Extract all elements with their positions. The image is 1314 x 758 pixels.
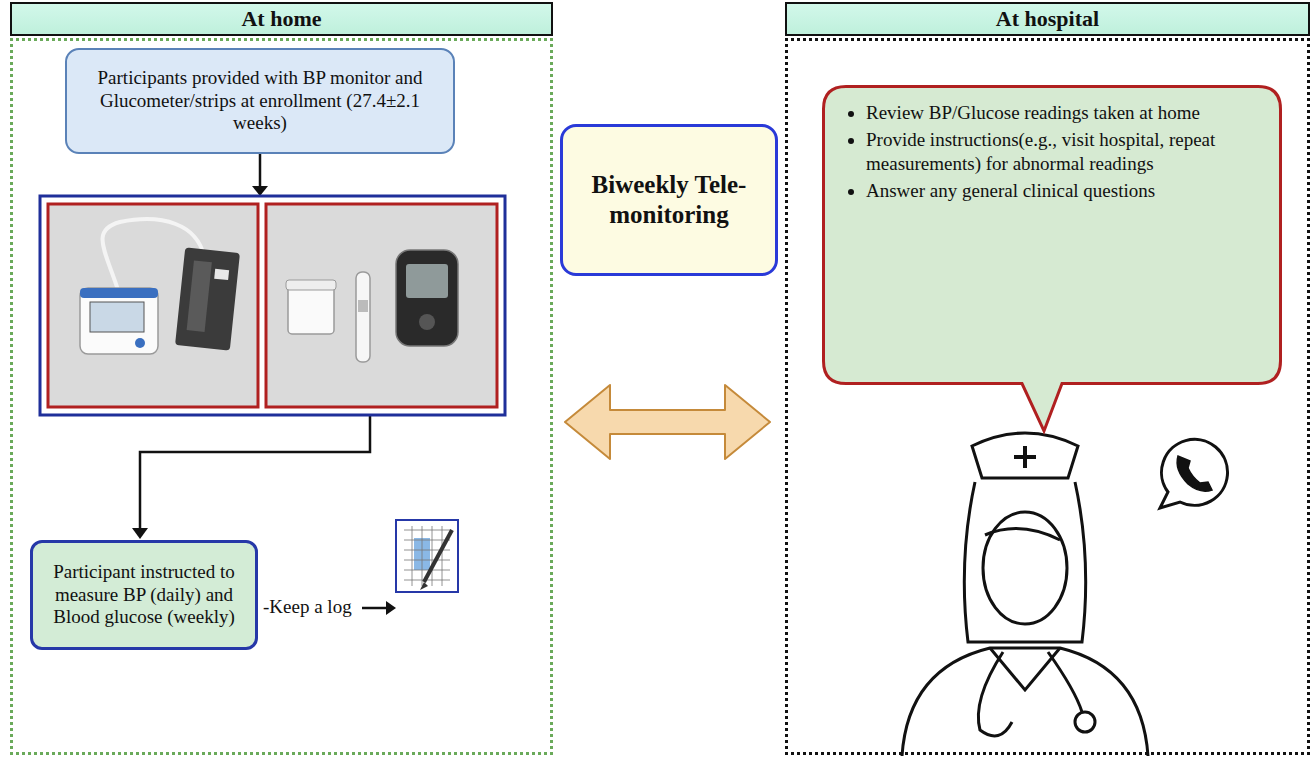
telemonitoring-box: Biweekly Tele-monitoring <box>560 124 778 276</box>
double-arrow-shape <box>565 385 770 459</box>
log-sheet-icon <box>396 520 458 592</box>
bullet-item: Provide instructions(e.g., visit hospita… <box>866 128 1256 177</box>
device-photos-part <box>48 204 258 407</box>
nurse-icon-part <box>1014 446 1036 468</box>
device-photos <box>40 196 505 415</box>
bp-monitor-part <box>80 288 158 298</box>
annotation-label: -Keep a log <box>263 596 352 618</box>
phone-call-icon-part <box>1160 439 1228 508</box>
speech-bubble: Review BP/Glucose readings taken at home… <box>822 85 1282 385</box>
device-photos-part <box>266 204 497 407</box>
bullet-item: Answer any general clinical questions <box>866 179 1256 204</box>
phone-call-icon-part <box>1177 456 1212 491</box>
nurse-icon-part <box>983 512 1067 624</box>
process-box: Participants provided with BP monitor an… <box>65 48 455 154</box>
glucometer-part <box>356 272 370 362</box>
flow-arrows-part <box>362 607 388 610</box>
double-arrow-connector <box>565 385 770 459</box>
log-sheet-icon-part <box>420 582 428 590</box>
bp-monitor-part <box>135 338 145 348</box>
bp-monitor <box>80 219 240 354</box>
glucometer-part <box>419 314 435 330</box>
instruction-box: Participant instructed to measure BP (da… <box>30 540 258 650</box>
flow-arrows-part <box>140 415 370 530</box>
log-sheet-icon-part <box>396 520 458 592</box>
box-text: Participants provided with BP monitor an… <box>79 67 441 135</box>
phone-call-icon <box>1160 439 1228 508</box>
bp-monitor-part <box>175 247 240 350</box>
glucometer-part <box>406 264 448 298</box>
bp-monitor-part <box>214 269 229 280</box>
glucometer-part <box>288 286 334 334</box>
speech-bubble-shape <box>824 87 1281 432</box>
home-panel: At homeParticipants provided with BP mon… <box>10 2 553 755</box>
bullet-item: Review BP/Glucose readings taken at home <box>866 101 1256 126</box>
glucometer <box>286 250 458 362</box>
box-text: Participant instructed to measure BP (da… <box>45 561 243 629</box>
nurse-icon <box>902 433 1148 756</box>
nurse-icon-part <box>1048 652 1082 712</box>
log-sheet-icon-part <box>424 530 452 582</box>
glucometer-part <box>358 300 368 312</box>
panel-header: At hospital <box>785 2 1310 36</box>
nurse-icon-part <box>972 433 1078 478</box>
box-text: Biweekly Tele-monitoring <box>575 170 763 230</box>
glucometer-part <box>396 250 458 346</box>
glucometer-part <box>286 280 336 290</box>
panel-header: At home <box>10 2 553 36</box>
flow-arrows-part <box>259 153 262 188</box>
nurse-icon-part <box>964 482 1085 642</box>
bp-monitor-part <box>187 260 212 331</box>
nurse-icon-part <box>985 529 1060 540</box>
nurse-icon-part <box>902 648 1148 756</box>
arrow-heads-part <box>386 601 396 615</box>
nurse-icon-part <box>1075 712 1095 732</box>
arrow-heads-part <box>132 528 148 539</box>
hospital-panel: At hospitalReview BP/Glucose readings ta… <box>785 2 1310 755</box>
bp-monitor-part <box>90 302 144 332</box>
bullet-list: Review BP/Glucose readings taken at home… <box>838 101 1256 204</box>
device-photos-part <box>40 196 505 415</box>
bp-monitor-part <box>80 288 158 354</box>
nurse-icon-part <box>978 652 1012 736</box>
